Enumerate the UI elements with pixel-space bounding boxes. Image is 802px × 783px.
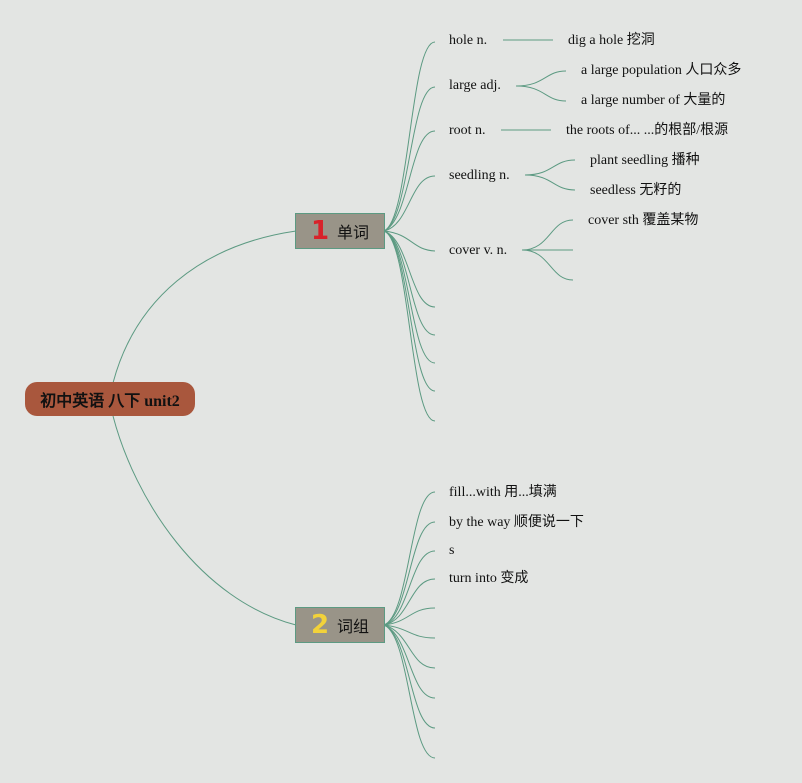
word-node[interactable]: cover v. n. — [449, 243, 508, 258]
phrase-node[interactable]: turn into 变成 — [449, 571, 529, 586]
root-label: 初中英语 八下 unit2 — [40, 393, 180, 410]
branch-vocabulary[interactable]: 1 单词 — [295, 213, 385, 249]
phrase-node[interactable]: fill...with 用...填满 — [449, 485, 557, 500]
word-detail-node[interactable]: a large number of 大量的 — [581, 93, 726, 108]
branch-label: 单词 — [337, 223, 370, 242]
branch-number-badge: 2 — [310, 610, 330, 640]
word-detail-node[interactable]: cover sth 覆盖某物 — [588, 213, 699, 228]
word-detail-node[interactable]: a large population 人口众多 — [581, 63, 742, 78]
word-node[interactable]: large adj. — [449, 78, 501, 93]
word-detail-node[interactable]: seedless 无籽的 — [590, 183, 682, 198]
word-detail-node[interactable]: plant seedling 播种 — [590, 153, 700, 168]
word-detail-node[interactable]: dig a hole 挖洞 — [568, 33, 655, 48]
word-node[interactable]: hole n. — [449, 33, 488, 48]
branch-phrases[interactable]: 2 词组 — [295, 607, 385, 643]
word-node[interactable]: seedling n. — [449, 168, 510, 183]
word-node[interactable]: root n. — [449, 123, 486, 138]
branch-label: 词组 — [337, 617, 370, 636]
word-detail-node[interactable]: the roots of... ...的根部/根源 — [566, 123, 729, 138]
phrase-node[interactable]: by the way 顺便说一下 — [449, 515, 584, 530]
branch-number-badge: 1 — [310, 216, 330, 246]
phrase-node[interactable]: s — [449, 543, 455, 558]
root-topic[interactable]: 初中英语 八下 unit2 — [25, 382, 195, 416]
